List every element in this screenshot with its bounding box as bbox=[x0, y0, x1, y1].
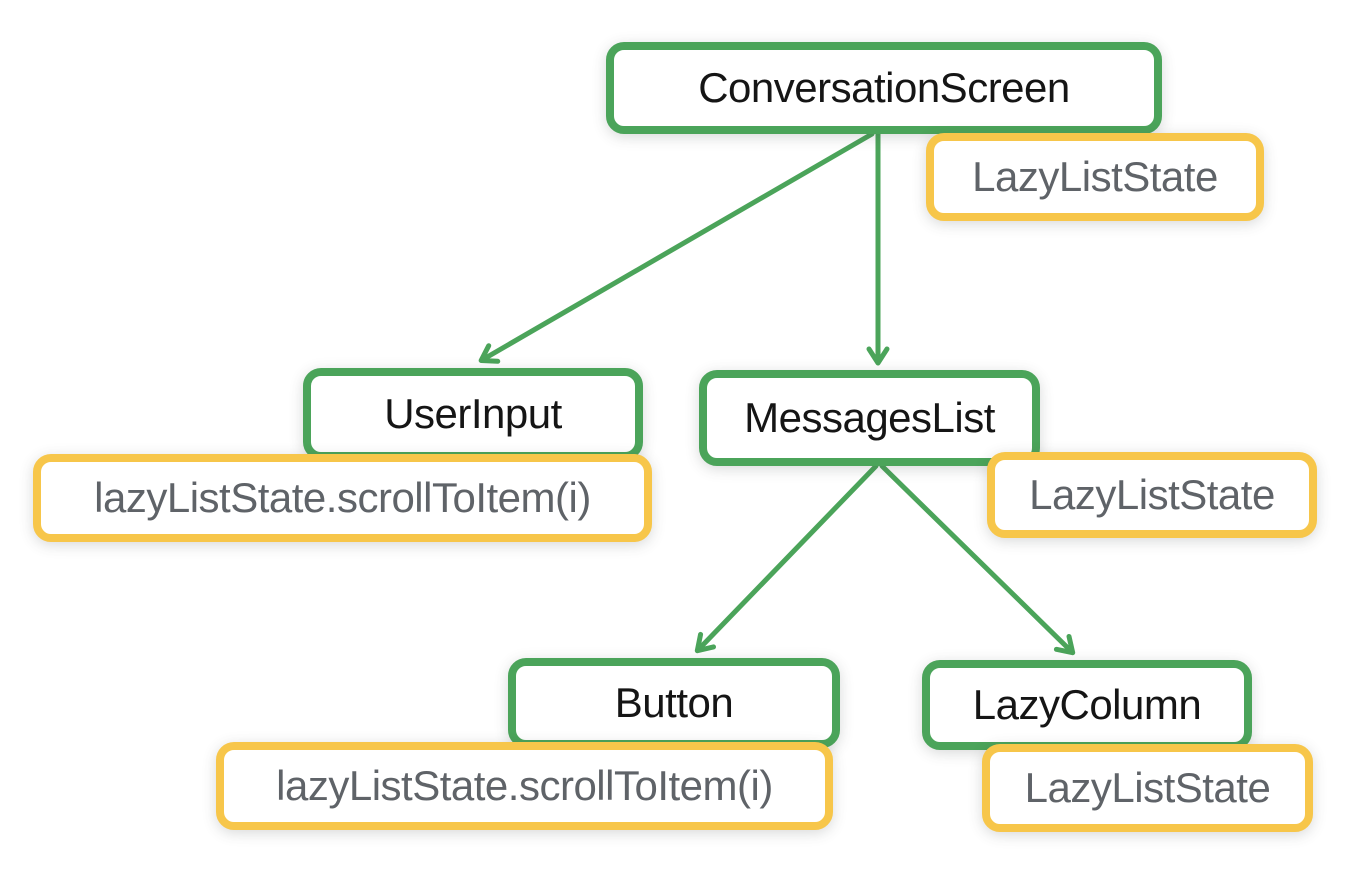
edge-conversation-screen-to-user-input bbox=[478, 131, 875, 364]
node-button: Button bbox=[508, 658, 840, 748]
node-messages-list: MessagesList bbox=[699, 370, 1040, 466]
component-label: ConversationScreen bbox=[698, 64, 1070, 111]
node-user-input: UserInput bbox=[303, 368, 643, 460]
edge-messages-list-to-lazy-column bbox=[879, 463, 1076, 656]
node-user-input-call: lazyListState.scrollToItem(i) bbox=[33, 454, 652, 542]
state-label: LazyListState bbox=[1029, 471, 1275, 518]
node-conversation-screen-state: LazyListState bbox=[926, 133, 1264, 221]
component-label: UserInput bbox=[384, 390, 562, 437]
node-lazy-column: LazyColumn bbox=[922, 660, 1252, 750]
component-label: LazyColumn bbox=[972, 681, 1202, 728]
node-lazy-column-state: LazyListState bbox=[982, 744, 1313, 832]
node-button-call: lazyListState.scrollToItem(i) bbox=[216, 742, 833, 830]
component-label: Button bbox=[614, 679, 734, 726]
edge-messages-list-to-button bbox=[694, 463, 879, 654]
state-label: lazyListState.scrollToItem(i) bbox=[94, 474, 591, 521]
node-conversation-screen: ConversationScreen bbox=[606, 42, 1162, 134]
node-messages-list-state: LazyListState bbox=[987, 452, 1317, 538]
state-label: LazyListState bbox=[1024, 764, 1271, 811]
state-label: LazyListState bbox=[972, 153, 1218, 200]
component-label: MessagesList bbox=[744, 394, 995, 441]
state-label: lazyListState.scrollToItem(i) bbox=[276, 762, 773, 809]
